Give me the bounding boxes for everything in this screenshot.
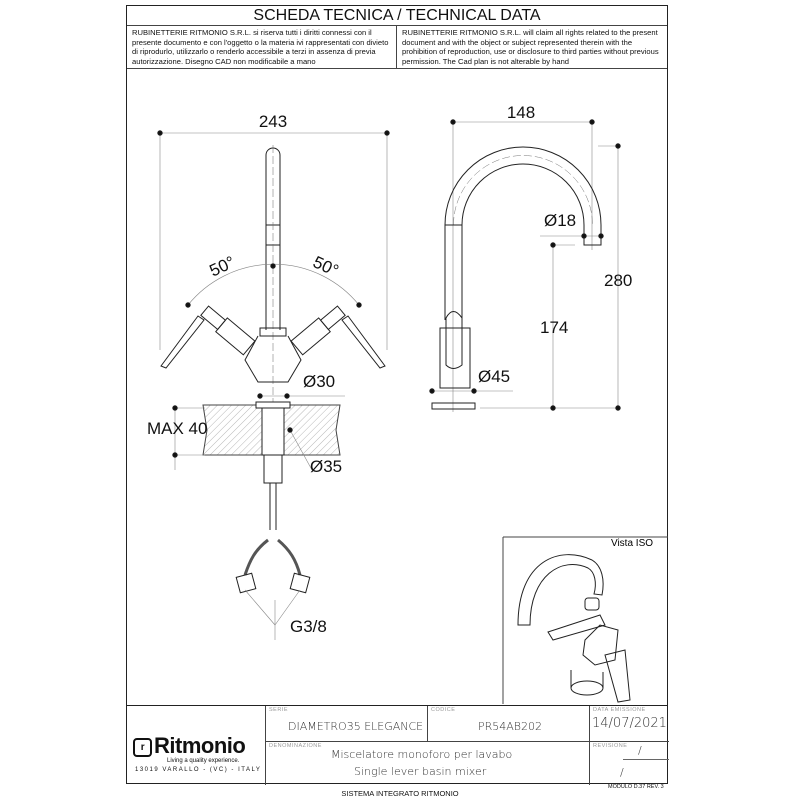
- revisione-cell: REVISIONE / /: [590, 742, 669, 785]
- data-label: DATA EMISSIONE: [593, 707, 646, 713]
- height-dimension: 280: [604, 271, 632, 290]
- name-italian: Miscelatore monoforo per lavabo: [331, 748, 513, 761]
- divider: [127, 68, 667, 69]
- hole-diameter-dimension: Ø35: [310, 457, 342, 476]
- data-cell: DATA EMISSIONE 14/07/2021: [590, 706, 669, 742]
- front-view: [157, 130, 390, 640]
- brand-name: Ritmonio: [154, 733, 246, 758]
- copyright-notice-english: RUBINETTERIE RITMONIO S.R.L. will claim …: [402, 28, 659, 66]
- width-dimension: 243: [259, 112, 287, 131]
- reach-dimension: 148: [507, 103, 535, 122]
- iso-view: [502, 536, 668, 704]
- body-diameter-dimension: Ø30: [303, 372, 335, 391]
- tagline: Living a quality experience.: [167, 758, 240, 764]
- denominazione-label: DENOMINAZIONE: [269, 743, 322, 749]
- revisione-line: [623, 759, 669, 760]
- name-english: Single lever basin mixer: [354, 765, 487, 778]
- side-view: [429, 119, 621, 412]
- brand-mark-icon: r: [133, 738, 152, 757]
- serie-label: SERIE: [269, 707, 289, 713]
- footer-module: MODULO D.37 REV. 3: [608, 784, 664, 790]
- angle-left-dimension: 50°: [207, 252, 238, 280]
- serie-cell: SERIE DIAMETRO35 ELEGANCE: [266, 706, 428, 742]
- angle-right-dimension: 50°: [310, 252, 341, 280]
- footer-system: SISTEMA INTEGRATO RITMONIO: [341, 789, 459, 798]
- codice-label: CODICE: [431, 707, 456, 713]
- document-frame: SCHEDA TECNICA / TECHNICAL DATA RUBINETT…: [126, 5, 669, 785]
- max-thickness-dimension: MAX 40: [147, 419, 207, 438]
- denominazione-cell: DENOMINAZIONE Miscelatore monoforo per l…: [266, 742, 590, 785]
- revisione-label: REVISIONE: [593, 743, 628, 749]
- outlet-diameter-dimension: Ø18: [544, 211, 576, 230]
- revisione-value-1: /: [638, 744, 642, 757]
- revisione-value-2: /: [620, 766, 624, 779]
- data-value: 14/07/2021: [592, 716, 667, 731]
- base-diameter-dimension: Ø45: [478, 367, 510, 386]
- thread-dimension: G3/8: [290, 617, 327, 636]
- address: 13019 VARALLO - (VC) - ITALY: [135, 767, 262, 773]
- copyright-notice-italian: RUBINETTERIE RITMONIO S.R.L. si riserva …: [127, 25, 397, 68]
- outlet-height-dimension: 174: [540, 318, 568, 337]
- codice-cell: CODICE PR54AB202: [428, 706, 590, 742]
- serie-value: DIAMETRO35 ELEGANCE: [288, 720, 424, 733]
- codice-value: PR54AB202: [478, 720, 542, 733]
- iso-view-label: Vista ISO: [611, 538, 653, 549]
- page-title: SCHEDA TECNICA / TECHNICAL DATA: [127, 6, 667, 26]
